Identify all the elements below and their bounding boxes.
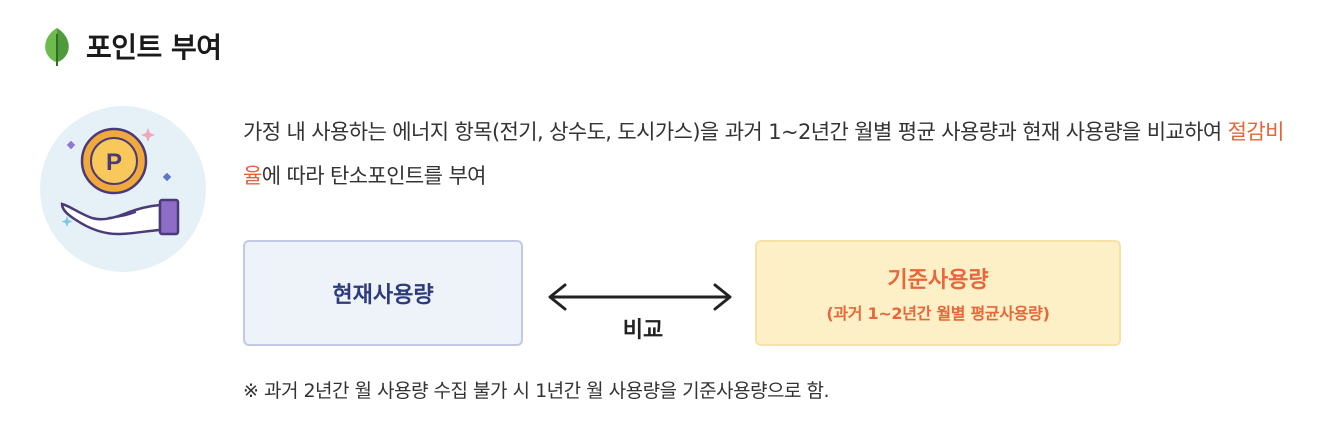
coin-symbol: P [106, 149, 122, 176]
coin-hand-illustration: P [40, 106, 206, 272]
current-usage-label: 현재사용량 [332, 283, 434, 308]
footnote: ※ 과거 2년간 월 사용량 수집 불가 시 1년간 월 사용량을 기준사용량으… [243, 380, 830, 402]
double-arrow-icon [548, 283, 732, 311]
current-usage-box: 현재사용량 [243, 240, 523, 346]
coin-hand-icon: P [40, 106, 206, 272]
baseline-usage-box: 기준사용량 (과거 1~2년간 월별 평균사용량) [755, 240, 1121, 346]
leaf-icon [45, 28, 69, 66]
section-header: 포인트 부여 [40, 26, 222, 66]
baseline-usage-sublabel: (과거 1~2년간 월별 평균사용량) [826, 304, 1050, 323]
description-text: 가정 내 사용하는 에너지 항목(전기, 상수도, 도시가스)을 과거 1~2년… [243, 110, 1293, 198]
section-title: 포인트 부여 [86, 31, 222, 64]
description-highlight: 절감비율 [243, 120, 1284, 188]
description-part2: 에 따라 탄소포인트를 부여 [261, 164, 487, 188]
baseline-usage-label: 기준사용량 [887, 268, 989, 293]
compare-label: 비교 [622, 318, 664, 343]
description-part1: 가정 내 사용하는 에너지 항목(전기, 상수도, 도시가스)을 과거 1~2년… [243, 120, 1228, 144]
